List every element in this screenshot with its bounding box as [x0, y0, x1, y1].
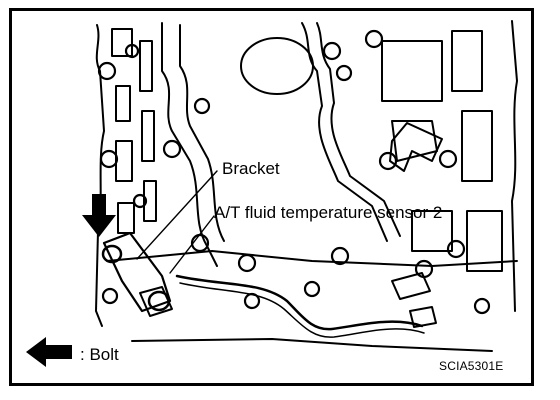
- bracket-label: Bracket: [222, 159, 280, 178]
- sensor-harness: [175, 274, 424, 331]
- center-plate: [161, 22, 388, 267]
- upper-oval-port: [240, 37, 314, 95]
- sensor-head: [147, 290, 171, 312]
- bolt-legend-label: : Bolt: [80, 345, 119, 364]
- left-arrow-icon: [26, 337, 72, 367]
- figure-code: SCIA5301E: [439, 359, 504, 373]
- sensor-harness-2: [179, 282, 425, 338]
- lower-region-2: [131, 338, 493, 352]
- lower-region: [106, 250, 518, 267]
- center-plate-inner-right: [316, 22, 401, 237]
- bracket-bolt-hole: [101, 244, 123, 264]
- bracket-leader-line: [136, 170, 218, 260]
- sensor-body: [139, 286, 173, 317]
- right-bracket-part: [389, 122, 443, 172]
- center-plate-inner: [179, 24, 225, 242]
- down-arrow-icon: [82, 194, 116, 237]
- harness-connector: [391, 272, 437, 328]
- sensor-label: A/T fluid temperature sensor 2: [214, 203, 443, 222]
- housing-outline-right: [511, 20, 518, 312]
- valve-body-drawing: [95, 20, 518, 352]
- left-slots-secondary: [139, 40, 157, 222]
- figure-frame: Bracket A/T fluid temperature sensor 2 :…: [9, 8, 534, 386]
